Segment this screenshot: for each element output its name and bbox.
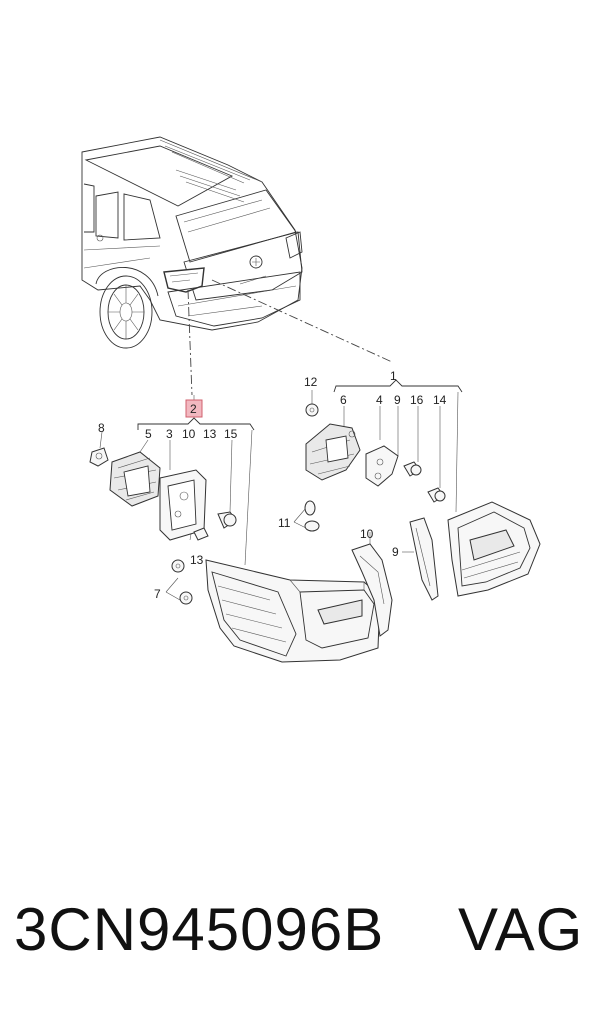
vehicle-illustration (81, 136, 303, 349)
leader-lines (99, 279, 463, 601)
part-number: 3CN945096B (14, 896, 385, 963)
nut-12 (305, 403, 319, 417)
bracket-10 (351, 543, 393, 637)
bulb-16 (403, 461, 422, 477)
brand-name: VAG (458, 896, 584, 963)
bulb-15 (217, 511, 237, 529)
callout-10-top: 10 (182, 427, 196, 441)
seal-6 (305, 423, 361, 481)
callout-4: 4 (376, 393, 383, 407)
callout-9-top: 9 (394, 393, 401, 407)
callout-1: 1 (390, 369, 397, 383)
callout-9-bottom: 9 (392, 545, 399, 559)
seal-5 (109, 451, 161, 507)
callout-labels: 2 1 12 6 4 9 16 14 8 5 3 10 13 15 11 10 … (98, 369, 447, 601)
callout-13-top: 13 (203, 427, 217, 441)
bulb-13 (193, 527, 209, 541)
callout-15: 15 (224, 427, 238, 441)
callout-7: 7 (154, 587, 161, 601)
bulb-9 (427, 487, 446, 503)
callout-10-bottom: 10 (360, 527, 374, 541)
bulb-holder-4 (365, 445, 399, 487)
clips-11 (304, 500, 320, 532)
caption: 3CN945096B VAG (0, 895, 600, 985)
callout-13-bottom: 13 (190, 553, 204, 567)
outer-tail-lamp (205, 559, 381, 663)
callout-12: 12 (304, 375, 318, 389)
callout-2: 2 (190, 402, 197, 416)
callout-5: 5 (145, 427, 152, 441)
callout-6: 6 (340, 393, 347, 407)
callout-11: 11 (278, 516, 291, 530)
callout-3: 3 (166, 427, 173, 441)
inner-tail-lamp (447, 501, 541, 597)
callout-2-highlight (185, 399, 203, 418)
callout-8: 8 (98, 421, 105, 435)
bulb-socket-8 (89, 447, 109, 467)
callout-16: 16 (410, 393, 424, 407)
nut-7 (171, 559, 193, 605)
exploded-parts-diagram: 2 1 12 6 4 9 16 14 8 5 3 10 13 15 11 10 … (81, 136, 541, 663)
callout-14: 14 (433, 393, 447, 407)
trim-9 (409, 517, 439, 601)
bulb-holder-3 (159, 469, 207, 541)
